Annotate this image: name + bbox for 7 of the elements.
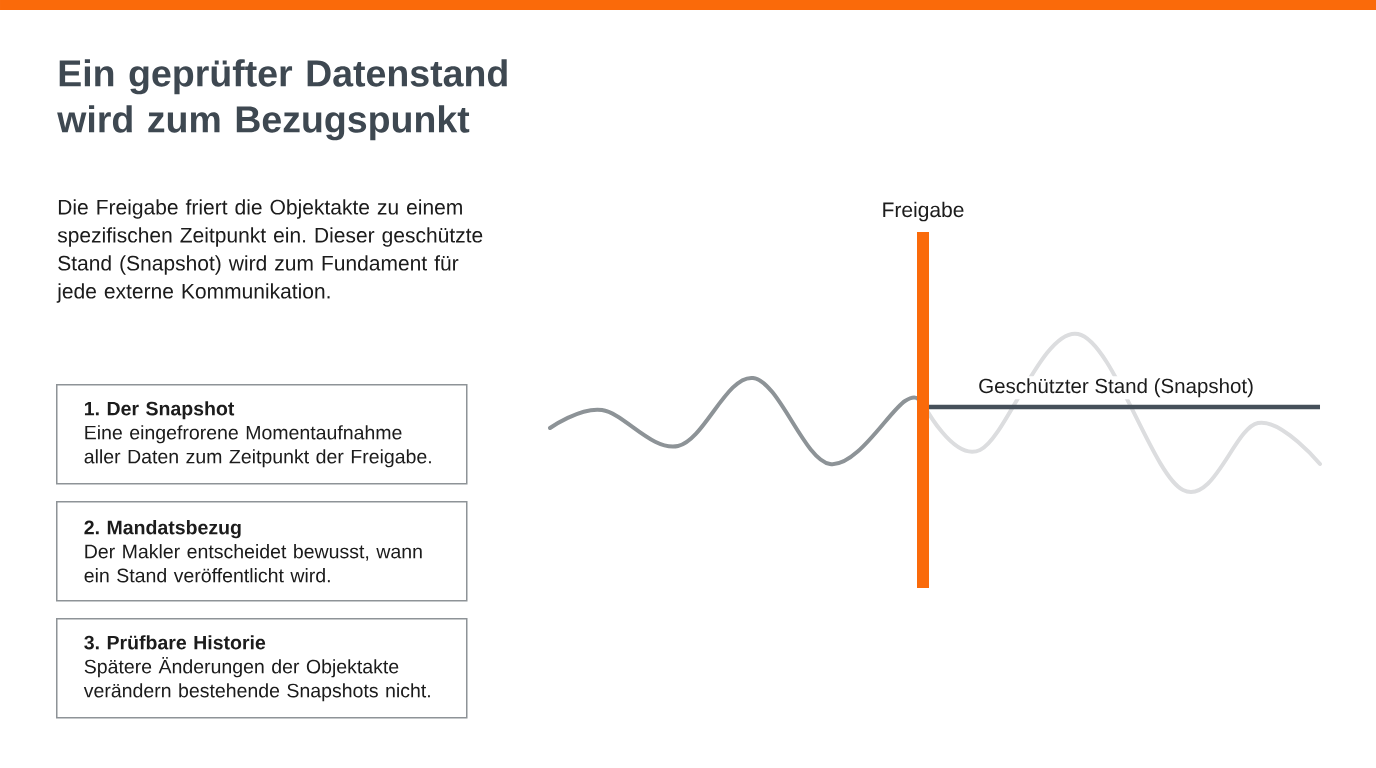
- line-label: Geschützter Stand (Snapshot): [976, 376, 1256, 400]
- info-box: 1. Der Snapshot Eine eingefrorene Momentaufnahme aller Daten zum Zeitpunkt der Freigabe.: [56, 384, 468, 485]
- title: Ein geprüfter Datenstand wird zum Bezugspunkt: [57, 59, 507, 141]
- info-box: 3. Prüfbare Historie Spätere Änderungen der Objektakte verändern bestehende Snapshots nicht.: [56, 618, 468, 719]
- marker-label: Freigabe: [883, 201, 964, 222]
- info-box: 2. Mandatsbezug Der Makler entscheidet bewusst, wann ein Stand veröffentlicht wird.: [56, 501, 468, 602]
- description-text: Die Freigabe friert die Objektakte zu einem spezifischen Zeitpunkt ein. Dieser geschützte Stand (Snapshot) wird zum Fundament für jede externe Kommunikation.: [56, 199, 483, 303]
